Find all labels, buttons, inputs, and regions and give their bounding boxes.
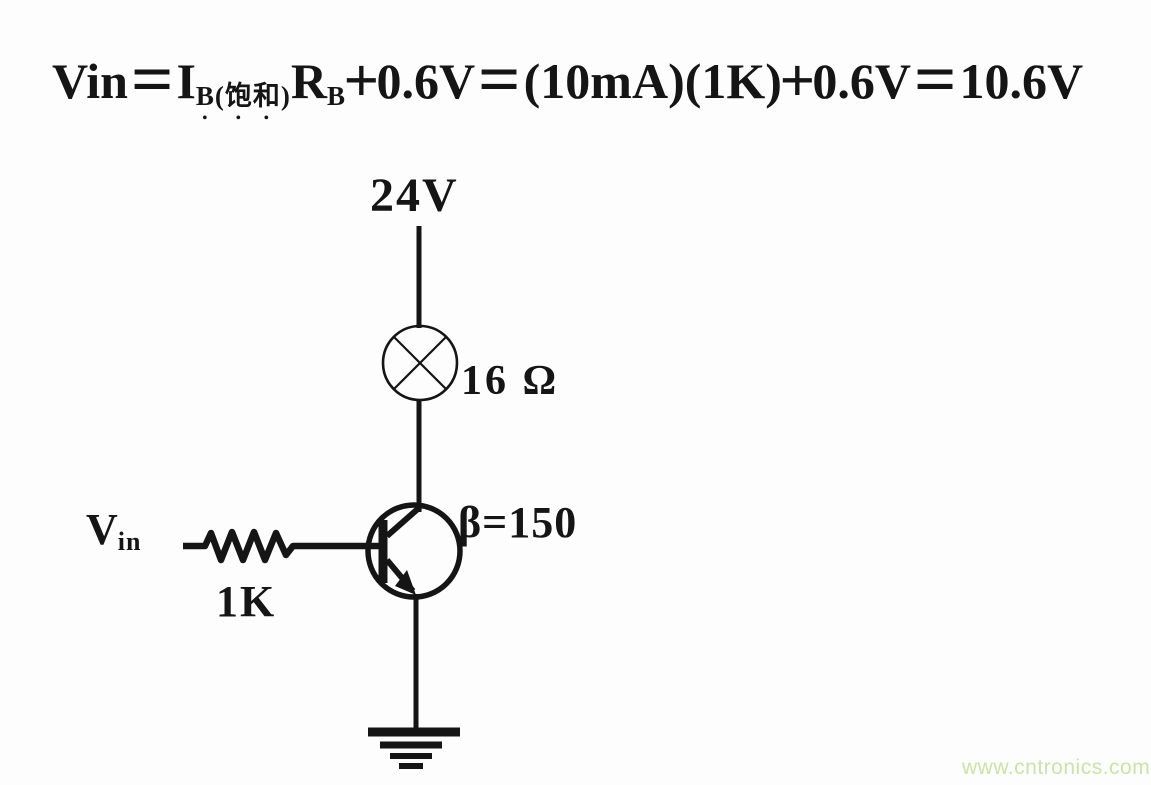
lamp-cross-line-2 [393, 336, 447, 390]
formula-term-resistance: (1K) [684, 53, 782, 109]
formula-plus-2: + [779, 44, 815, 115]
formula-equals-3: = [913, 37, 957, 119]
formula-vbe-2: 0.6V [812, 53, 912, 109]
formula-base-resistor-subscript: B [327, 81, 347, 111]
input-voltage-symbol: V [86, 505, 118, 554]
lamp-resistance-label: 16 Ω [461, 358, 560, 404]
formula-base-current-subscript: B(饱和) [195, 81, 291, 111]
formula-base-current: I [176, 53, 196, 109]
supply-voltage-label: 24V [370, 169, 459, 222]
input-voltage-subscript: in [117, 527, 142, 556]
formula-equals-2: = [478, 37, 521, 119]
input-voltage-label: Vin [86, 505, 141, 555]
formula-plus-1: + [343, 44, 380, 115]
beta-gain-label: β=150 [458, 498, 578, 547]
formula-vbe-1: 0.6V [376, 53, 476, 109]
base-resistor-label: 1K [216, 577, 277, 626]
formula-base-resistor: R [290, 53, 328, 109]
formula-result: 10.6V [959, 53, 1084, 109]
watermark-text: www.cntronics.com [962, 756, 1151, 779]
saturation-formula: Vin = I B(饱和) R B + 0.6V = (10mA) (1K) +… [52, 38, 1084, 119]
transistor-collector-lead [385, 504, 422, 539]
formula-vin: Vin [52, 53, 128, 109]
emitter-arrow-icon [395, 570, 416, 595]
formula-term-current: (10mA) [523, 53, 685, 109]
formula-equals-1: = [130, 37, 174, 119]
base-resistor-zigzag [183, 528, 380, 564]
